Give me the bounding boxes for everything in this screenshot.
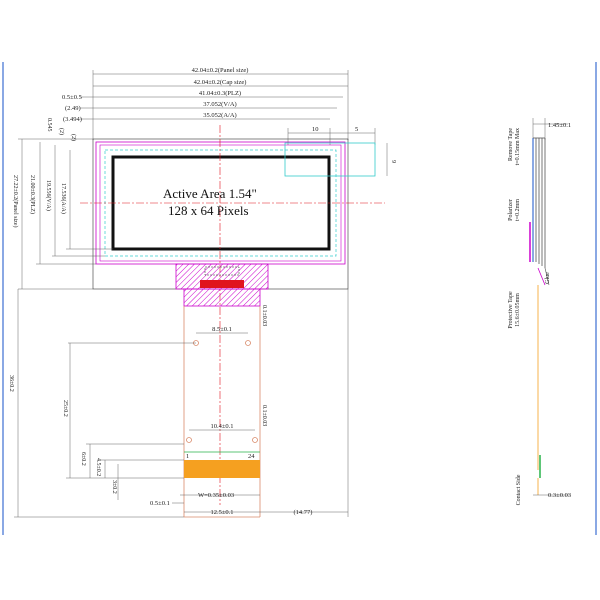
fpc-thickness-top-label: 0.1±0.03: [261, 305, 267, 326]
pin-24-label: 24: [248, 453, 255, 460]
remove-tape-label: Remove Tape: [508, 128, 514, 161]
left-edge-label: 0.5±0.1: [150, 500, 170, 507]
polarizer-label: Polarizer: [508, 199, 514, 221]
dim-6-label: 6±0.2: [80, 452, 86, 466]
left-margin-label: 0.5±0.5: [62, 94, 82, 101]
fpc-width-lower-label: 12.5±0.1: [210, 509, 233, 516]
fpc-bonding-area: [175, 263, 269, 307]
total-thickness-label: 1.45±0.1: [548, 122, 571, 129]
small-v2-label: (2): [58, 128, 65, 135]
left-dimensions: 27.22±0.2(Panel size) 21.00±0.3(PLZ) 19.…: [12, 118, 113, 290]
polarizer-dim-label: t=0.2mm: [515, 199, 521, 221]
protective-tape-dim-label: 15.6±0.05mm: [515, 293, 521, 327]
detail-9-label: 9: [390, 160, 396, 163]
fpc-dimensions: 8.5±0.1 10.4±0.1 0.1±0.03 0.1±0.03 36±0.…: [8, 289, 349, 518]
offset-a-label: (2.49): [65, 105, 81, 112]
detail-10-label: 10: [312, 126, 319, 133]
aa-height-label: 17.536(A/A): [60, 183, 67, 214]
panel-width-label: 42.04±0.2(Panel size): [192, 67, 249, 74]
protective-tape-label: Protective Tape: [508, 291, 514, 329]
fpc-length2-label: 25±0.2: [62, 400, 68, 417]
detail-callout: 10 5 9: [284, 126, 396, 177]
small-v3-label: (2): [70, 134, 77, 141]
va-height-label: 19.556(V/A): [45, 180, 52, 211]
va-width-label: 37.052(V/A): [203, 101, 236, 108]
fpc-thickness-label: 0.3±0.03: [548, 492, 571, 499]
w-dim-label: W=0.35±0.03: [198, 492, 234, 499]
dim-3-label: 3±0.2: [111, 480, 117, 494]
top-dimensions: 42.04±0.2(Panel size) 42.04±0.2(Cap size…: [62, 67, 349, 140]
active-area-pixels: 128 x 64 Pixels: [168, 203, 249, 218]
dim-4-5-label: 4.5±0.2: [95, 458, 101, 476]
pitch-width-label: 10.4±0.1: [210, 423, 233, 430]
aa-width-label: 35.052(A/A): [203, 112, 236, 119]
fpc-width-upper-label: 8.5±0.1: [212, 326, 232, 333]
side-view: 1.45±0.1 Remove Tape t=0.15mm Max Polari…: [508, 118, 571, 505]
fpc-thickness-mid-label: 0.1±0.03: [261, 405, 267, 426]
glue-label: Glue: [545, 272, 551, 284]
fpc-tail: 1 24: [183, 306, 261, 518]
remove-tape-dim-label: t=0.15mm Max: [515, 128, 521, 165]
panel-height-label: 27.22±0.2(Panel size): [12, 175, 19, 227]
cap-width-label: 42.04±0.2(Cap size): [194, 79, 247, 86]
contact-side-label: Contact Side: [516, 474, 522, 505]
offset-b-label: (3.494): [63, 116, 82, 123]
plz-width-label: 41.04±0.3(PLZ): [199, 90, 241, 97]
detail-5-label: 5: [355, 126, 358, 133]
small-v1-label: 0.545: [46, 118, 52, 132]
active-area-title: Active Area 1.54": [163, 186, 257, 201]
fpc-contact-pads: [184, 460, 260, 478]
plz-height-label: 21.00±0.3(PLZ): [29, 175, 36, 214]
pin-1-label: 1: [186, 453, 189, 460]
fpc-length-label: 36±0.2: [8, 375, 14, 392]
right-offset-label: (14.77): [294, 509, 313, 516]
